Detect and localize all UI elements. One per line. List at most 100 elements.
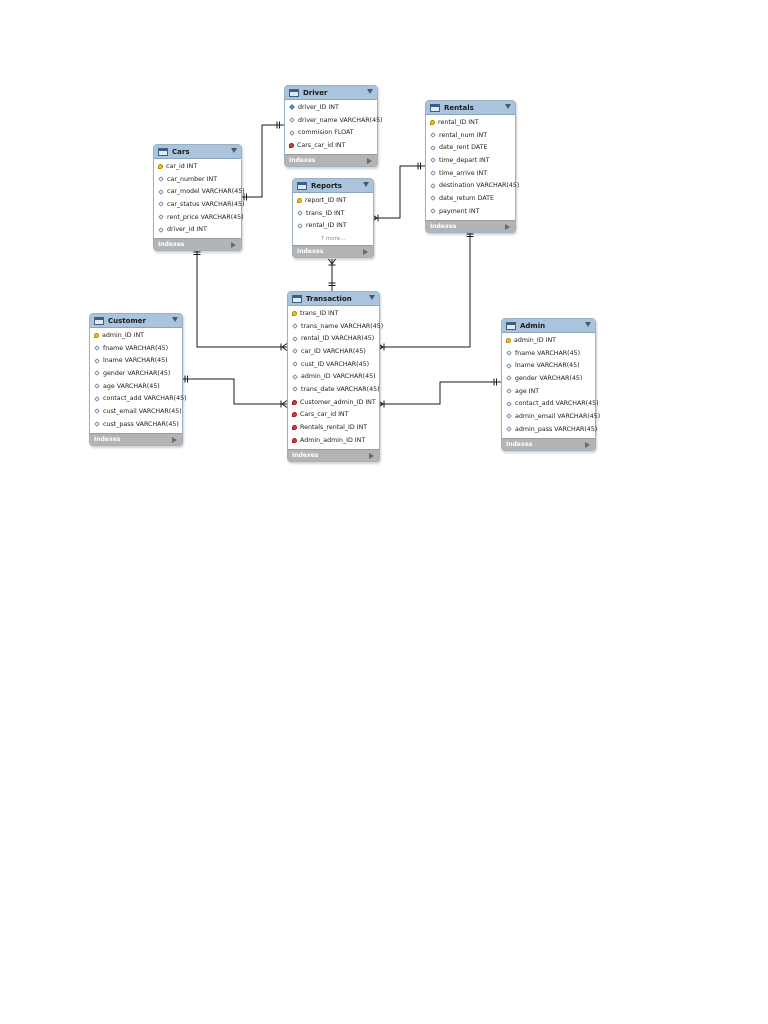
column-row[interactable]: Cars_car_id INT — [285, 139, 377, 152]
column-row[interactable]: age INT — [502, 385, 595, 398]
relationship-customer-transaction — [181, 378, 287, 405]
column-label: date_rent DATE — [439, 144, 488, 152]
entity-header[interactable]: Driver — [285, 86, 377, 100]
table-icon — [297, 181, 307, 190]
column-row[interactable]: fname VARCHAR(45) — [502, 347, 595, 360]
column-label: commision FLOAT — [298, 129, 354, 137]
column-row[interactable]: car_status VARCHAR(45) — [154, 198, 244, 211]
column-label: Admin_admin_ID INT — [300, 436, 366, 444]
column-row[interactable]: contact_add VARCHAR(45) — [502, 397, 599, 410]
collapse-arrow-icon[interactable] — [231, 148, 237, 153]
primary-key-icon — [158, 163, 163, 169]
collapse-arrow-icon[interactable] — [367, 89, 373, 94]
column-row[interactable]: gender VARCHAR(45) — [502, 372, 595, 385]
table-icon — [430, 103, 440, 112]
column-row[interactable]: Admin_admin_ID INT — [288, 434, 379, 447]
column-row[interactable]: car_number INT — [154, 173, 241, 186]
column-row[interactable]: Rentals_rental_ID INT — [288, 421, 379, 434]
indexes-section[interactable]: Indexes — [293, 245, 373, 258]
indexes-section[interactable]: Indexes — [426, 219, 515, 232]
column-row[interactable]: rental_ID INT — [293, 219, 373, 232]
column-row[interactable]: rental_ID INT — [426, 116, 515, 129]
column-row[interactable]: Cars_car_id INT — [288, 409, 379, 422]
indexes-section[interactable]: Indexes — [154, 238, 241, 251]
column-row[interactable]: driver_ID INT — [285, 101, 377, 114]
expand-indexes-icon[interactable] — [585, 441, 590, 448]
column-row[interactable]: admin_ID INT — [90, 329, 182, 342]
column-row[interactable]: rental_num INT — [426, 129, 515, 142]
collapse-arrow-icon[interactable] — [172, 317, 178, 322]
collapse-arrow-icon[interactable] — [585, 322, 591, 327]
column-row[interactable]: rental_ID VARCHAR(45) — [288, 332, 379, 345]
collapse-arrow-icon[interactable] — [369, 295, 375, 300]
collapse-arrow-icon[interactable] — [505, 104, 511, 109]
expand-indexes-icon[interactable] — [369, 452, 374, 459]
column-row[interactable]: car_model VARCHAR(45) — [154, 185, 245, 198]
column-row[interactable]: payment INT — [426, 205, 515, 218]
indexes-section[interactable]: Indexes — [90, 432, 182, 445]
column-row[interactable]: contact_add VARCHAR(45) — [90, 392, 187, 405]
entity-header[interactable]: Transaction — [288, 292, 379, 306]
more-columns-link[interactable]: 7 more... — [320, 236, 346, 243]
column-row[interactable]: admin_ID INT — [502, 334, 595, 347]
column-row[interactable]: admin_ID VARCHAR(45) — [288, 370, 379, 383]
column-label: contact_add VARCHAR(45) — [103, 395, 187, 403]
column-row[interactable]: fname VARCHAR(45) — [90, 342, 182, 355]
column-row[interactable]: trans_ID INT — [293, 207, 373, 220]
column-row[interactable]: Customer_admin_ID INT — [288, 396, 379, 409]
column-row[interactable]: trans_name VARCHAR(45) — [288, 320, 383, 333]
column-row[interactable]: admin_email VARCHAR(45) — [502, 410, 600, 423]
column-label: car_ID VARCHAR(45) — [301, 347, 366, 355]
column-row[interactable]: commision FLOAT — [285, 126, 377, 139]
entity-header[interactable]: Customer — [90, 314, 182, 328]
expand-indexes-icon[interactable] — [172, 436, 177, 443]
indexes-section[interactable]: Indexes — [288, 448, 379, 461]
primary-key-icon — [430, 119, 435, 125]
column-row[interactable]: age VARCHAR(45) — [90, 380, 182, 393]
foreign-key-icon — [292, 425, 297, 431]
column-label: Cars_car_id INT — [297, 141, 346, 149]
column-row[interactable]: cust_pass VARCHAR(45) — [90, 418, 182, 431]
column-row[interactable]: cust_ID VARCHAR(45) — [288, 358, 379, 371]
column-row[interactable]: trans_ID INT — [288, 307, 379, 320]
many-marker — [331, 258, 336, 265]
column-row[interactable]: report_ID INT — [293, 194, 373, 207]
expand-indexes-icon[interactable] — [363, 249, 368, 256]
expand-indexes-icon[interactable] — [231, 242, 236, 249]
column-row[interactable]: lname VARCHAR(45) — [502, 359, 595, 372]
entity-header[interactable]: Admin — [502, 319, 595, 333]
column-row[interactable]: admin_pass VARCHAR(45) — [502, 423, 597, 436]
column-row[interactable]: gender VARCHAR(45) — [90, 367, 182, 380]
collapse-arrow-icon[interactable] — [363, 182, 369, 187]
column-row[interactable]: time_depart INT — [426, 154, 515, 167]
column-row[interactable]: driver_id INT — [154, 223, 241, 236]
column-row[interactable]: destination VARCHAR(45) — [426, 179, 519, 192]
column-row[interactable]: car_id INT — [154, 160, 241, 173]
indexes-section[interactable]: Indexes — [502, 437, 595, 450]
column-row[interactable]: driver_name VARCHAR(45) — [285, 114, 383, 127]
entity-header[interactable]: Rentals — [426, 101, 515, 115]
expand-indexes-icon[interactable] — [505, 223, 510, 230]
column-row[interactable]: lname VARCHAR(45) — [90, 354, 182, 367]
entity-header[interactable]: Cars — [154, 145, 241, 159]
column-row[interactable]: cust_email VARCHAR(45) — [90, 405, 182, 418]
column-row[interactable]: trans_date VARCHAR(45) — [288, 383, 380, 396]
column-icon — [158, 188, 164, 195]
column-row[interactable]: rent_price VARCHAR(45) — [154, 211, 244, 224]
indexes-label: Indexes — [94, 435, 121, 443]
column-row[interactable]: car_ID VARCHAR(45) — [288, 345, 379, 358]
indexes-section[interactable]: Indexes — [285, 153, 377, 166]
column-row[interactable]: date_rent DATE — [426, 141, 515, 154]
column-row[interactable]: date_return DATE — [426, 192, 515, 205]
column-row[interactable]: time_arrive INT — [426, 167, 515, 180]
expand-indexes-icon[interactable] — [367, 157, 372, 164]
entity-header[interactable]: Reports — [293, 179, 373, 193]
